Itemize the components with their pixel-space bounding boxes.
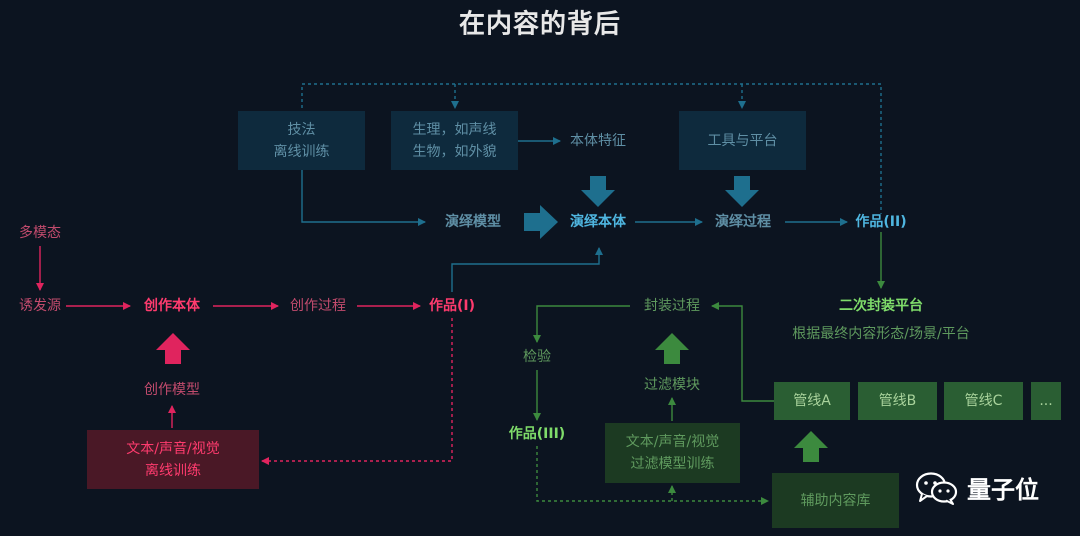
asset-library-label: 辅助内容库: [800, 492, 871, 509]
arrow-down-tools: [725, 176, 759, 207]
green-big-arrows: [655, 333, 828, 462]
platform-desc-label: 根据最终内容形态/场景/平台: [792, 326, 970, 342]
perf-process-label: 演绎过程: [715, 214, 771, 230]
green-connectors: [533, 232, 885, 505]
asset-library-box: 辅助内容库: [772, 473, 899, 528]
trigger-label: 诱发源: [19, 298, 61, 314]
creative-entity-label: 创作本体: [144, 298, 200, 314]
entity-features-label: 本体特征: [570, 133, 626, 149]
modalities-label: 文本/声音/视觉: [126, 440, 220, 457]
filter-modalities-label: 文本/声音/视觉: [625, 434, 720, 450]
creative-model-label: 创作模型: [144, 382, 200, 398]
arrow-up-pipeline: [794, 431, 828, 462]
packaging-process-label: 封装过程: [644, 298, 700, 314]
blue-connectors: [301, 83, 882, 292]
filter-training-label: 过滤模型训练: [630, 456, 715, 472]
pipeline-b-label: 管线B: [878, 393, 917, 409]
work-3-label: 作品(III): [508, 426, 566, 442]
voice-label: 生理，如声线: [412, 121, 497, 138]
pipeline-more: ...: [1031, 382, 1061, 420]
pipeline-a-label: 管线A: [793, 393, 831, 409]
offline-training-label: 离线训练: [145, 462, 201, 479]
page-title: 在内容的背后: [458, 9, 622, 40]
tools-label: 工具与平台: [707, 132, 778, 149]
inspection-label: 检验: [523, 349, 551, 365]
technique-training-box: 技法 离线训练: [238, 111, 365, 170]
wechat-icon: [915, 471, 958, 505]
multimodal-label: 多模态: [19, 225, 61, 241]
filter-training-box: 文本/声音/视觉 过滤模型训练: [605, 423, 740, 483]
red-connectors: [36, 246, 453, 465]
secondary-platform-label: 二次封装平台: [839, 298, 923, 314]
work-2-label: 作品(II): [855, 214, 907, 230]
creative-process-label: 创作过程: [290, 298, 346, 314]
technique-training-label: 离线训练: [273, 143, 330, 160]
filter-module-label: 过滤模块: [644, 377, 700, 393]
pipeline-a: 管线A: [774, 382, 850, 420]
pipeline-more-label: ...: [1039, 393, 1053, 409]
work-1-label: 作品(I): [428, 298, 476, 314]
appearance-label: 生物，如外貌: [412, 143, 497, 160]
blue-big-arrows: [524, 176, 759, 239]
pipeline-b: 管线B: [858, 382, 937, 420]
offline-training-box: 文本/声音/视觉 离线训练: [87, 430, 259, 489]
arrow-up-packaging: [655, 333, 689, 364]
tools-platform-box: 工具与平台: [679, 111, 806, 170]
physiology-box: 生理，如声线 生物，如外貌: [391, 111, 518, 170]
perf-entity-label: 演绎本体: [570, 214, 626, 230]
arrow-into-perf-entity: [524, 205, 558, 239]
perf-model-label: 演绎模型: [445, 214, 501, 230]
pipeline-c: 管线C: [944, 382, 1023, 420]
brand-logo: 量子位: [915, 470, 1039, 505]
arrow-down-entity-features: [581, 176, 615, 207]
arrow-up-creative-entity: [156, 333, 190, 364]
brand-name: 量子位: [967, 476, 1039, 504]
pipeline-c-label: 管线C: [964, 393, 1003, 409]
technique-label: 技法: [287, 121, 316, 138]
